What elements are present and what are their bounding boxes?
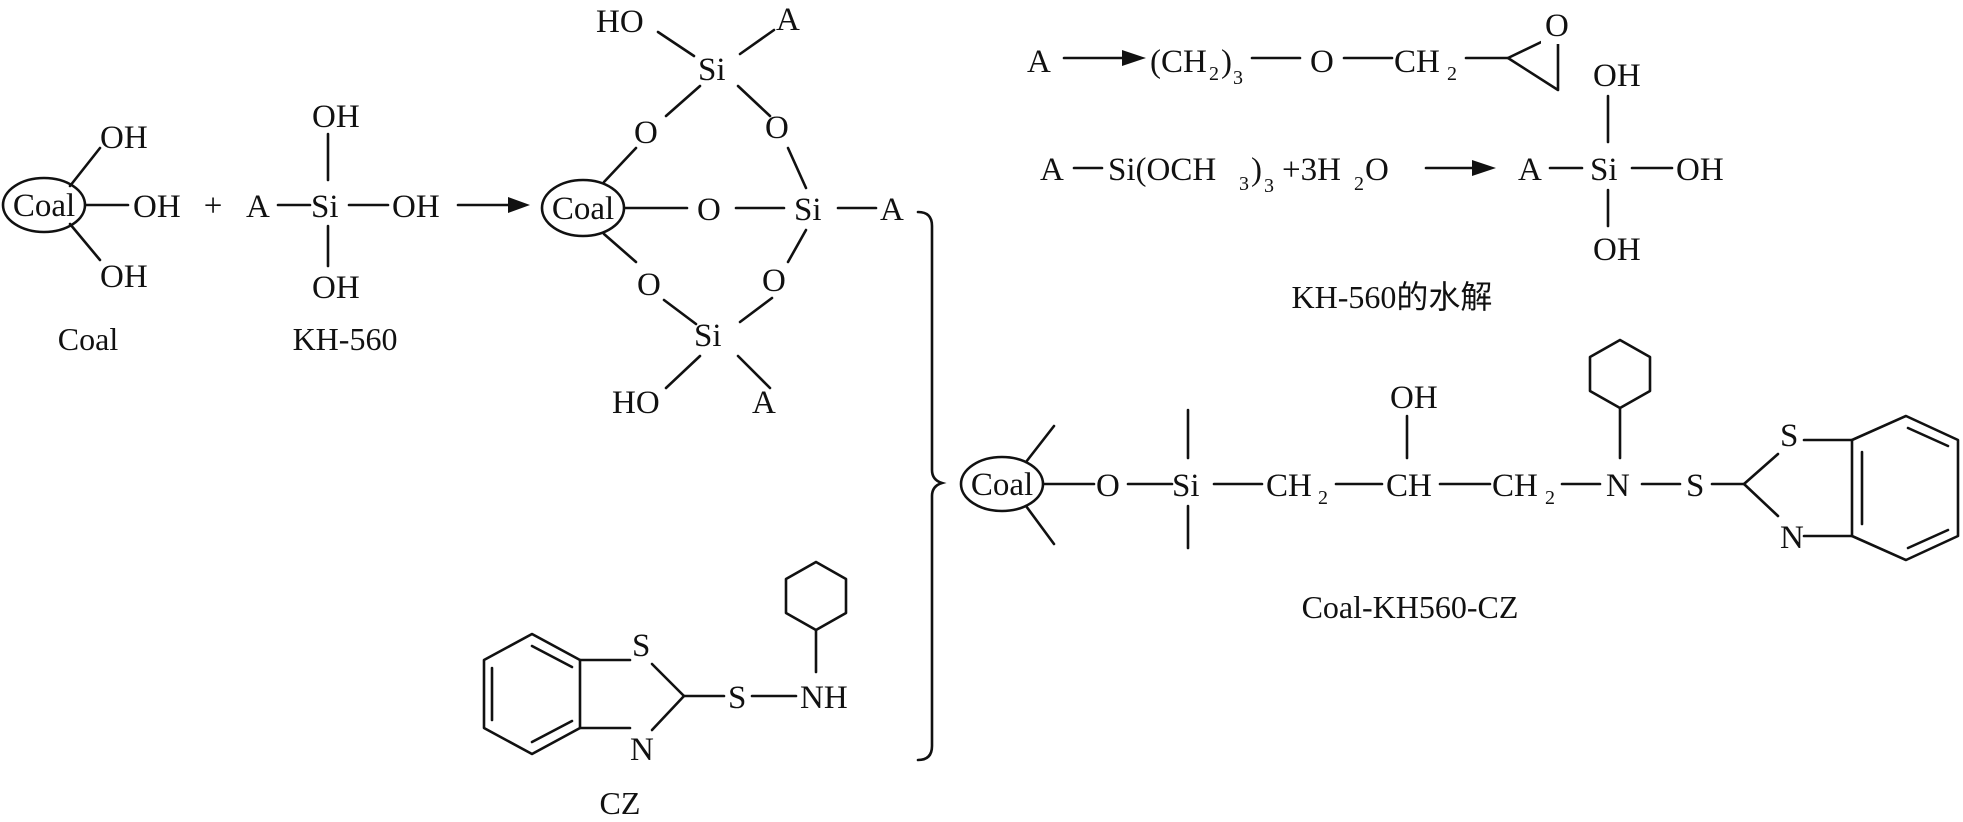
definition-sub-2b: 2 xyxy=(1447,63,1457,85)
network-o-mid: O xyxy=(697,192,721,228)
arrow-right-icon xyxy=(508,197,530,213)
product-ch2-a: CH xyxy=(1266,468,1312,504)
benzene-ring-cz xyxy=(482,632,582,756)
network-si-top: Si xyxy=(698,52,726,88)
cz-n-ring: N xyxy=(630,732,654,768)
coal-oval-grafted-label: Coal xyxy=(552,191,614,227)
epoxide-o: O xyxy=(1545,8,1569,44)
hydrolysis-water-o: O xyxy=(1365,152,1389,188)
product-oh: OH xyxy=(1390,380,1438,416)
epoxide-ring xyxy=(1506,32,1560,92)
coal-oh-bottom: OH xyxy=(100,259,148,295)
definition-a: A (CH 2 ) 3 O CH 2 O xyxy=(1027,8,1577,92)
product-bt-n: N xyxy=(1780,520,1804,556)
product-s: S xyxy=(1686,468,1704,504)
product-si: Si xyxy=(1172,468,1200,504)
network-ho-bottom: HO xyxy=(612,385,660,421)
product-ch2-b: CH xyxy=(1492,468,1538,504)
definition-ch2-open: (CH xyxy=(1150,44,1207,80)
definition-sub-2a: 2 xyxy=(1209,63,1219,85)
cz-accelerator: S N S NH CZ xyxy=(482,560,848,821)
network-a-top: A xyxy=(776,2,800,38)
network-o-3: O xyxy=(637,267,661,303)
caption-product: Coal-KH560-CZ xyxy=(1302,589,1519,625)
hydrolysis-sub-3a: 3 xyxy=(1239,173,1249,195)
cz-s-ring: S xyxy=(632,628,650,664)
network-o-2: O xyxy=(765,110,789,146)
plus-sign: + xyxy=(204,188,223,224)
product-n: N xyxy=(1606,468,1630,504)
definition-sub-3: 3 xyxy=(1233,67,1243,89)
coal-oh-top: OH xyxy=(100,120,148,156)
kh560-si: Si xyxy=(311,189,339,225)
hydrolysis-sub-2: 2 xyxy=(1354,173,1364,195)
arrow-right-icon xyxy=(1472,160,1496,176)
network-o-4: O xyxy=(762,263,786,299)
hydrolysis-a-right: A xyxy=(1518,152,1542,188)
caption-coal: Coal xyxy=(58,321,119,357)
product-sub-2b: 2 xyxy=(1545,487,1555,509)
cyclohexyl-ring-product xyxy=(1588,338,1652,410)
hydrolysis-a-left: A xyxy=(1040,152,1064,188)
coal-oh-mid: OH xyxy=(133,189,181,225)
definition-o: O xyxy=(1310,44,1334,80)
product-o: O xyxy=(1096,468,1120,504)
network-si-mid: Si xyxy=(794,192,822,228)
network-o-1: O xyxy=(634,115,658,151)
coal-grafted-network: Coal HO A Si O O O Si A O O Si HO A xyxy=(540,2,904,421)
hydrolysis-reagent-close: ) xyxy=(1251,152,1262,188)
coal-reactant: Coal OH OH OH Coal xyxy=(1,120,181,357)
caption-cz: CZ xyxy=(600,785,641,821)
cyclohexyl-ring-cz xyxy=(784,560,848,632)
product-sub-2a: 2 xyxy=(1318,487,1328,509)
kh560-silanol: A Si OH OH OH KH-560 xyxy=(246,99,440,357)
hydrolysis-equation: A Si(OCH 3 ) 3 +3H 2 O A Si OH OH OH KH-… xyxy=(1040,58,1724,315)
kh560-oh-bottom: OH xyxy=(312,270,360,306)
hydrolysis-oh-right: OH xyxy=(1676,152,1724,188)
kh560-oh-top: OH xyxy=(312,99,360,135)
arrow-right-icon xyxy=(1122,50,1146,66)
cz-s-link: S xyxy=(728,680,746,716)
grouping-bracket xyxy=(916,210,947,762)
hydrolysis-water: +3H xyxy=(1282,152,1341,188)
coal-kh560-cz-product: Coal O Si CH 2 CH OH CH 2 N S S N xyxy=(959,338,1960,625)
caption-kh560: KH-560 xyxy=(293,321,398,357)
network-si-bottom: Si xyxy=(694,318,722,354)
definition-ch2: CH xyxy=(1394,44,1440,80)
hydrolysis-sub-3b: 3 xyxy=(1264,175,1274,197)
cz-nh: NH xyxy=(800,680,848,716)
hydrolysis-oh-bottom: OH xyxy=(1593,232,1641,268)
hydrolysis-oh-top: OH xyxy=(1593,58,1641,94)
product-bt-s: S xyxy=(1780,418,1798,454)
hydrolysis-reagent: Si(OCH xyxy=(1108,152,1216,188)
coal-oval-label: Coal xyxy=(13,188,75,224)
definition-ch2-close: ) xyxy=(1221,44,1232,80)
network-a-bottom: A xyxy=(752,385,776,421)
benzene-ring-product xyxy=(1850,414,1960,562)
hydrolysis-si: Si xyxy=(1590,152,1618,188)
kh560-a: A xyxy=(246,189,270,225)
network-ho-top: HO xyxy=(596,4,644,40)
definition-a-label: A xyxy=(1027,44,1051,80)
kh560-oh-right: OH xyxy=(392,189,440,225)
product-ch: CH xyxy=(1386,468,1432,504)
caption-hydrolysis: KH-560的水解 xyxy=(1292,279,1493,315)
network-a-mid: A xyxy=(880,192,904,228)
coal-oval-product-label: Coal xyxy=(971,467,1033,503)
